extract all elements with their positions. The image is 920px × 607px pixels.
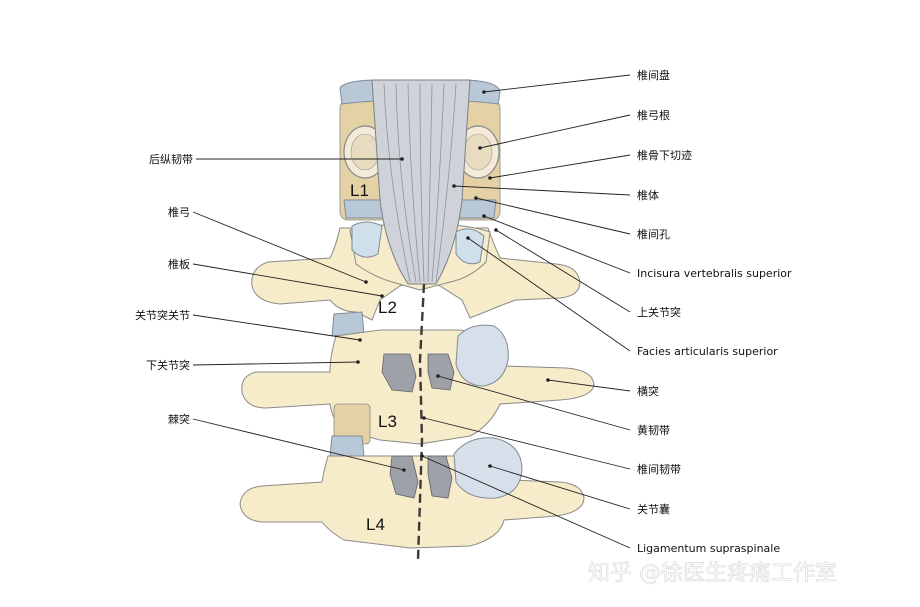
label-incisura-vertebralis-superior: Incisura vertebralis superior (637, 267, 792, 280)
ligamentum-flavum-l3-l4-left (389, 455, 419, 499)
facet-right-l2 (455, 228, 485, 265)
label-inferior-articular-process: 下关节突 (146, 358, 190, 372)
label-intervertebral-foramen: 椎间孔 (637, 227, 670, 241)
label-lamina: 椎板 (168, 257, 190, 271)
label-facies-articularis-superior: Facies articularis superior (637, 345, 778, 358)
label-joint-capsule: 关节囊 (637, 502, 670, 516)
label-ligamentum-supraspinale: Ligamentum supraspinale (637, 542, 780, 555)
label-intervertebral-disc: 椎间盘 (637, 68, 670, 82)
pedicle-right (456, 125, 500, 179)
label-vertebral-arch: 椎弓 (168, 205, 190, 219)
supraspinous-ligament (416, 283, 426, 561)
facet-left-l2 (351, 221, 383, 258)
level-l4: L4 (366, 515, 385, 534)
label-interspinous-ligament: 椎间韧带 (637, 462, 681, 476)
leader-lines-right (420, 74, 631, 549)
label-facet-joint: 关节突关节 (135, 308, 190, 322)
level-l2: L2 (378, 298, 397, 317)
labels-right: 椎间盘 椎弓根 椎骨下切迹 椎体 椎间孔 Incisura vertebrali… (637, 68, 792, 555)
label-spinous-process: 棘突 (168, 412, 190, 426)
labels-left: 后纵韧带 椎弓 椎板 关节突关节 下关节突 棘突 (135, 153, 193, 426)
lumbar-spine-illustration (239, 79, 595, 561)
leader-lines-left (192, 157, 406, 472)
l3-vertebra (241, 329, 595, 445)
label-inferior-vertebral-notch: 椎骨下切迹 (637, 148, 692, 162)
label-ligamentum-flavum: 黄韧带 (637, 423, 670, 437)
ligamentum-flavum-l2-l3-left (381, 353, 417, 393)
label-vertebral-body: 椎体 (637, 188, 659, 202)
joint-capsule-upper (455, 324, 509, 387)
posterior-longitudinal-ligament (371, 79, 471, 285)
level-l1: L1 (350, 181, 369, 200)
label-posterior-longitudinal-ligament: 后纵韧带 (149, 153, 193, 166)
ligamentum-flavum-l2-l3-right (427, 353, 455, 391)
label-pedicle: 椎弓根 (637, 108, 670, 122)
watermark: 知乎 @徐医生疼痛工作室 (588, 561, 837, 586)
label-transverse-process: 横突 (637, 384, 659, 398)
level-l3: L3 (378, 412, 397, 431)
label-superior-articular-process: 上关节突 (637, 305, 681, 319)
vertebral-levels: L1 L2 L3 L4 (350, 181, 397, 534)
joint-capsule-lower (453, 437, 523, 499)
